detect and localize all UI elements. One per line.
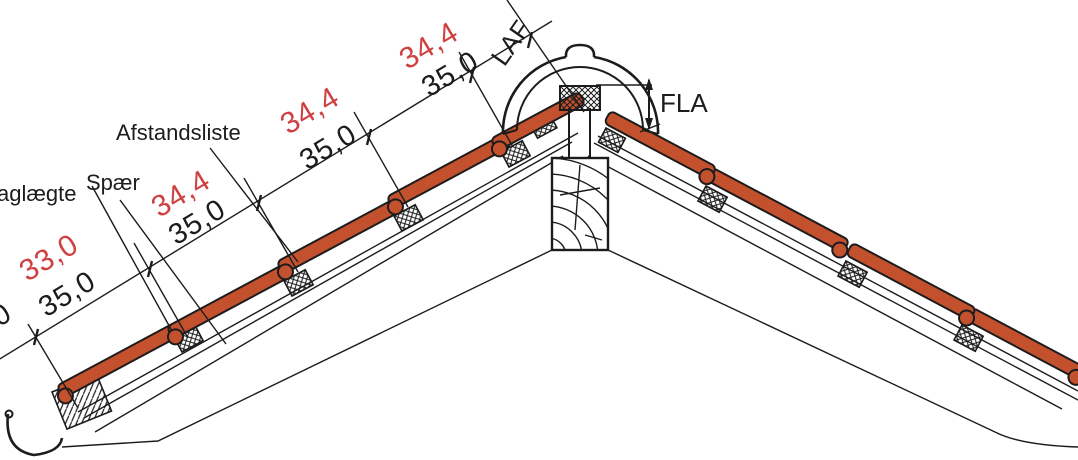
- label-laf: LAF: [485, 15, 537, 71]
- ridge-cap-inner: [516, 66, 644, 131]
- dimension-extension-line: [353, 111, 409, 208]
- fla-dimension: [596, 78, 661, 133]
- dimension-extension-line: [133, 242, 189, 339]
- dimension-chain-line: [0, 20, 553, 360]
- afstandsliste-leader: [209, 147, 299, 263]
- dimension-extension-line: [458, 51, 514, 148]
- label-taglaegte: Taglægte: [0, 181, 77, 206]
- tile: [604, 111, 716, 186]
- right-slope-substructure: [587, 135, 1078, 448]
- right-batten-line-1: [597, 135, 1078, 392]
- batten: [836, 259, 869, 289]
- ridge-cap-outer-right: [593, 55, 660, 135]
- right-rafter-top-line: [587, 155, 1063, 410]
- dimension-tick: [32, 328, 40, 346]
- left-batten-line-1: [77, 132, 579, 413]
- dimension-tick: [526, 31, 534, 49]
- label-spaer: Spær: [86, 170, 140, 195]
- ridge-cap-outer-left: [501, 55, 567, 135]
- dimension-tick: [468, 66, 476, 84]
- dimension-value-nominal: 35,0: [0, 297, 18, 356]
- dimension-tick: [365, 128, 373, 146]
- left-rafter-underside: [61, 249, 553, 448]
- gutter: [6, 413, 64, 457]
- taglaegte-leader: [91, 185, 173, 332]
- batten: [597, 126, 627, 154]
- dimension-extension-line: [243, 177, 299, 273]
- dimension-system: [0, 0, 585, 409]
- tile: [846, 243, 976, 327]
- batten: [499, 139, 532, 169]
- ridge-cap-edge-right: [642, 129, 659, 135]
- tile: [276, 199, 401, 281]
- right-batten-line-2: [593, 142, 1078, 401]
- right-rafter-underside: [607, 249, 1078, 448]
- fla-arrow-up: [645, 78, 653, 90]
- batten: [696, 184, 729, 214]
- ridge-assembly: [501, 43, 660, 252]
- tile-battens: [172, 112, 985, 354]
- left-slope-substructure: [61, 132, 579, 448]
- right-roof-tiles: [604, 111, 1078, 386]
- dimension-extension-line: [506, 0, 585, 113]
- label-afstandsliste: Afstandsliste: [116, 120, 241, 145]
- tile: [706, 168, 849, 259]
- ridge-cap-nub: [564, 43, 596, 58]
- dimension-tick: [146, 260, 154, 278]
- label-fla: FLA: [660, 88, 708, 118]
- left-rafter-top-line: [94, 155, 564, 433]
- batten: [392, 203, 425, 233]
- fla-arrow-down: [645, 118, 653, 130]
- fla-base-tick: [639, 123, 661, 133]
- left-batten-line-2: [83, 141, 573, 419]
- ridge-board-grain: [552, 158, 608, 250]
- label-leaders: [91, 147, 299, 345]
- spaer-leader: [119, 199, 227, 345]
- batten: [952, 323, 985, 353]
- dimension-tick: [255, 194, 263, 212]
- tile: [166, 264, 291, 346]
- gutter-bead: [4, 409, 14, 419]
- batten: [282, 268, 315, 298]
